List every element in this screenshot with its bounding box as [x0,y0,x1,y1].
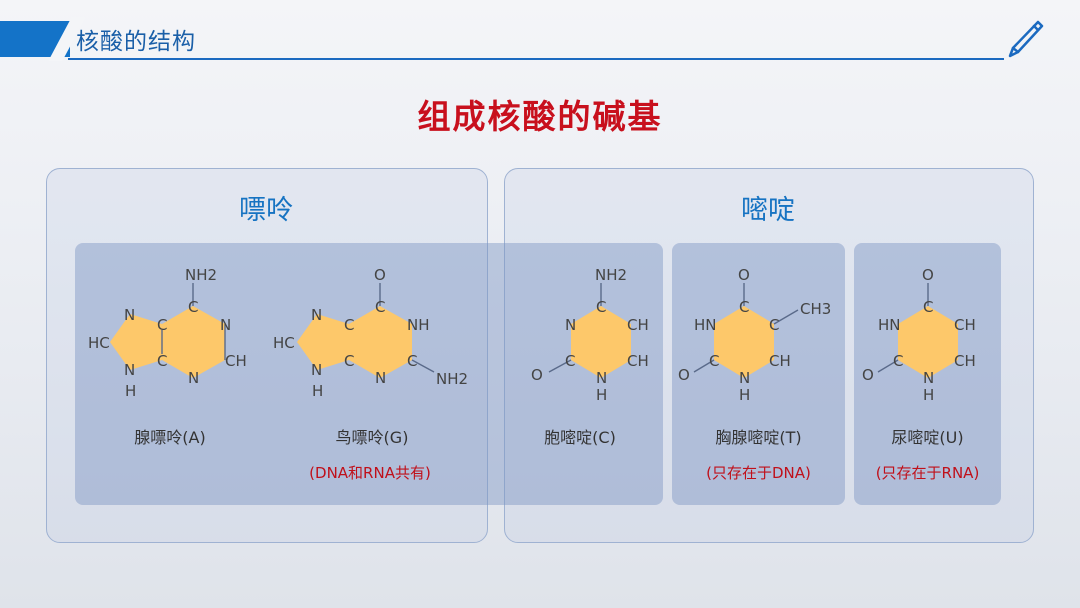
svg-text:N: N [188,369,199,387]
svg-text:C: C [375,298,385,316]
svg-text:CH: CH [954,352,976,370]
page-header-title: 核酸的结构 [76,29,196,55]
svg-text:C: C [157,352,167,370]
base-name-guanine: 鸟嘌呤(G) [335,428,409,447]
svg-text:CH: CH [954,316,976,334]
svg-text:O: O [531,366,543,384]
svg-text:O: O [922,266,934,284]
base-name-thymine: 胸腺嘧啶(T) [715,428,802,447]
svg-text:N: N [375,369,386,387]
svg-text:N: N [311,306,322,324]
header-divider [68,58,1004,60]
svg-text:C: C [565,352,575,370]
svg-text:C: C [893,352,903,370]
base-name-cytosine: 胞嘧啶(C) [544,428,616,447]
svg-text:H: H [312,382,323,400]
svg-text:H: H [596,386,607,404]
main-title: 组成核酸的碱基 [417,97,663,136]
base-name-uracil: 尿嘧啶(U) [891,428,964,447]
svg-text:N: N [220,316,231,334]
svg-text:H: H [125,382,136,400]
svg-text:N: N [923,369,934,387]
svg-text:C: C [157,316,167,334]
svg-text:C: C [923,298,933,316]
svg-text:O: O [678,366,690,384]
svg-text:C: C [769,316,779,334]
base-name-adenine: 腺嘌呤(A) [134,428,206,447]
svg-text:C: C [344,352,354,370]
svg-text:NH: NH [407,316,430,334]
pyrimidine-group-label: 嘧啶 [741,195,795,226]
card-thymine [672,243,845,505]
svg-text:O: O [738,266,750,284]
svg-text:N: N [565,316,576,334]
svg-text:C: C [188,298,198,316]
svg-text:N: N [596,369,607,387]
svg-text:HN: HN [694,316,717,334]
svg-text:C: C [739,298,749,316]
svg-text:CH: CH [225,352,247,370]
svg-text:HC: HC [88,334,110,352]
svg-text:CH: CH [627,316,649,334]
thymine-structure: O C C CH CH3 N H HN C O [678,266,831,404]
svg-text:O: O [862,366,874,384]
svg-text:NH2: NH2 [185,266,217,284]
svg-text:HC: HC [273,334,295,352]
svg-text:N: N [311,361,322,379]
svg-text:H: H [739,386,750,404]
base-note-guanine: (DNA和RNA共有) [309,464,431,482]
svg-text:N: N [739,369,750,387]
svg-text:N: N [124,361,135,379]
card-purines [75,243,663,505]
svg-text:C: C [344,316,354,334]
svg-text:NH2: NH2 [436,370,468,388]
cytosine-structure: NH2 C CH CH N H N C O [531,266,649,404]
svg-text:CH3: CH3 [800,300,831,318]
svg-text:HN: HN [878,316,901,334]
adenine-structure: NH2 C N CH N C C N HC N H [88,266,247,400]
base-note-thymine: (只存在于DNA) [706,464,811,482]
guanine-structure: O C NH C N NH2 C C N HC N H [273,266,468,400]
svg-text:CH: CH [769,352,791,370]
svg-text:C: C [709,352,719,370]
svg-text:O: O [374,266,386,284]
svg-text:NH2: NH2 [595,266,627,284]
purine-group-label: 嘌呤 [239,195,293,226]
uracil-structure: O C CH CH N H HN C O [862,266,976,404]
svg-text:CH: CH [627,352,649,370]
svg-text:C: C [596,298,606,316]
pen-icon [1008,20,1044,58]
svg-text:C: C [407,352,417,370]
svg-text:H: H [923,386,934,404]
base-note-uracil: (只存在于RNA) [875,464,980,482]
svg-text:N: N [124,306,135,324]
